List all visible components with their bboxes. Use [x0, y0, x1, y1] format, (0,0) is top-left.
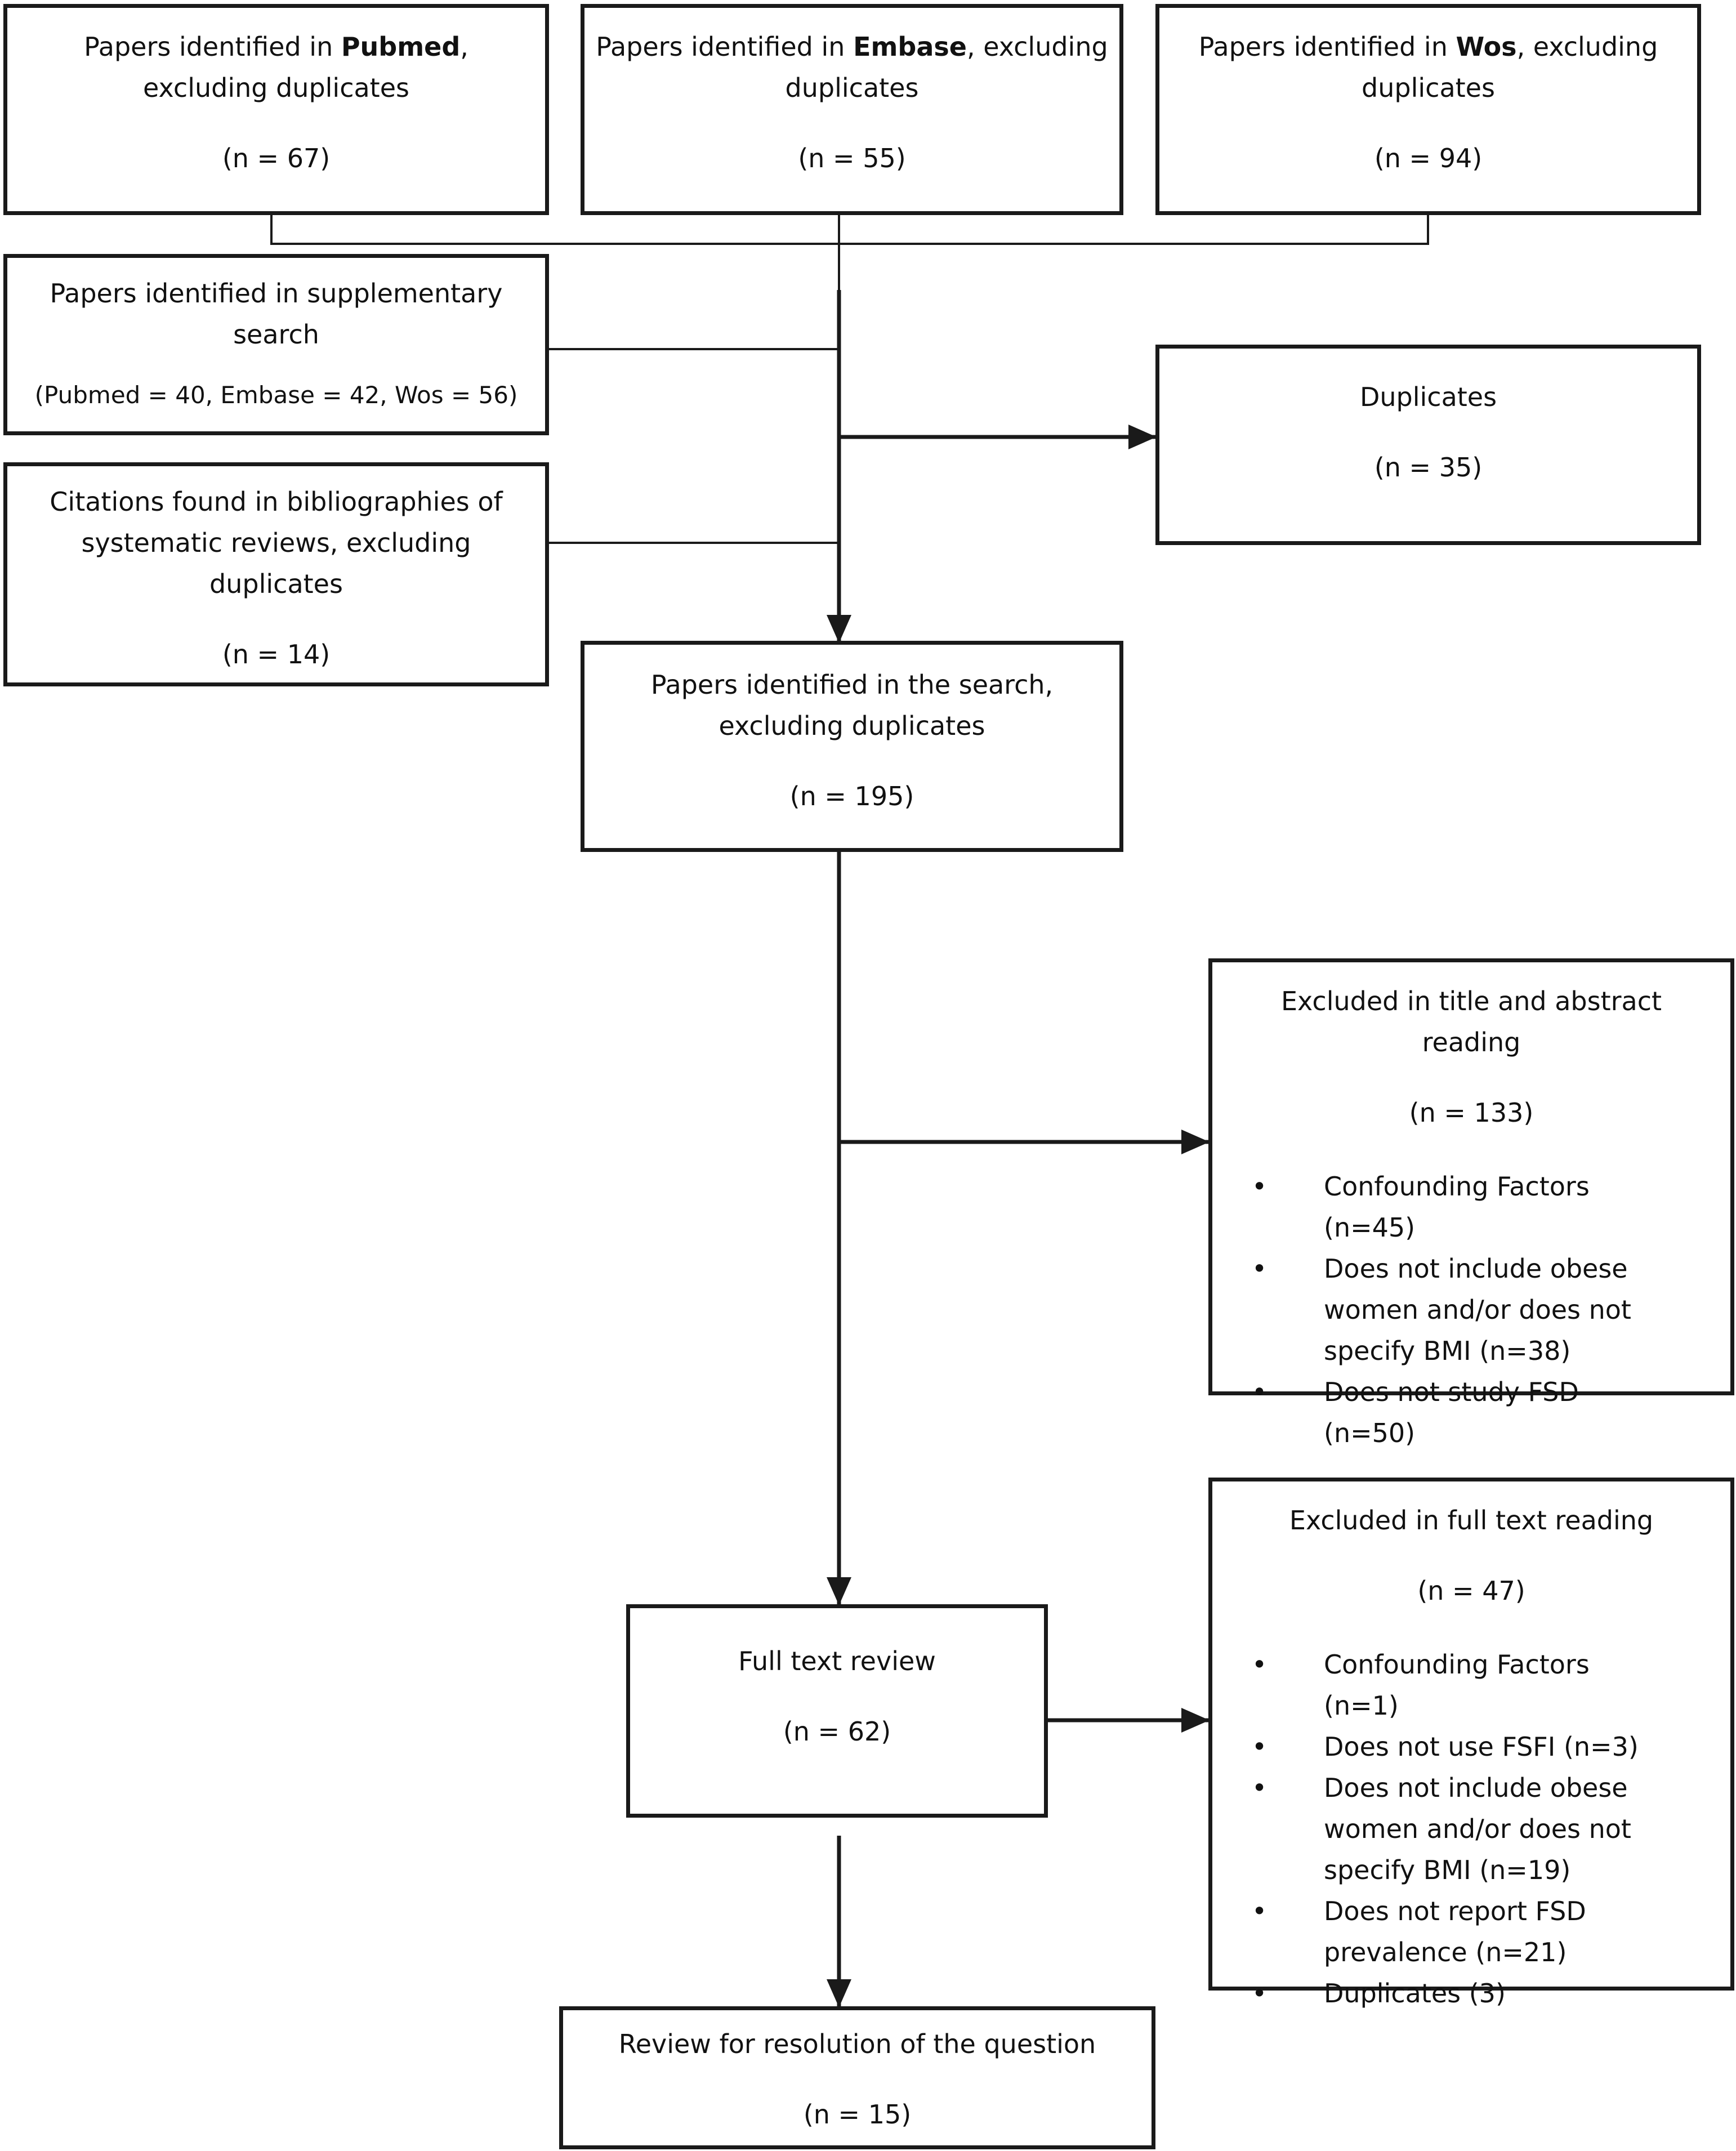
- list-item: Does not study FSD (n=50): [1212, 1372, 1646, 1454]
- embase-db-name: Embase: [853, 32, 967, 62]
- identified-box: Papers identified in the search, excludi…: [581, 641, 1123, 852]
- pubmed-db-name: Pubmed: [341, 32, 461, 62]
- full-text-box: Full text review (n = 62): [626, 1604, 1048, 1818]
- excluded-title-heading-line2: reading: [1422, 1027, 1521, 1057]
- excluded-title-count: (n = 133): [1409, 1097, 1534, 1128]
- supplementary-title: Papers identified in supplementary: [50, 278, 503, 309]
- list-item: Does not report FSD prevalence (n=21): [1212, 1891, 1646, 1973]
- pubmed-title-line2: excluding duplicates: [143, 73, 409, 103]
- final-title: Review for resolution of the question: [618, 2029, 1096, 2059]
- excluded-full-reasons: Confounding Factors (n=1) Does not use F…: [1212, 1644, 1730, 2014]
- supplementary-title-line2: search: [233, 319, 319, 350]
- embase-title: Papers identified in Embase, excluding: [596, 32, 1108, 62]
- wos-db-name: Wos: [1456, 32, 1517, 62]
- identified-title: Papers identified in the search,: [650, 670, 1054, 700]
- duplicates-box: Duplicates (n = 35): [1155, 345, 1701, 545]
- list-item: Does not use FSFI (n=3): [1212, 1726, 1646, 1768]
- excluded-title-reasons: Confounding Factors (n=45) Does not incl…: [1212, 1166, 1730, 1454]
- list-item: Confounding Factors (n=45): [1212, 1166, 1646, 1248]
- identified-count: (n = 195): [789, 781, 914, 811]
- embase-count: (n = 55): [798, 143, 906, 173]
- citations-count: (n = 14): [222, 639, 331, 670]
- final-box: Review for resolution of the question (n…: [559, 2006, 1155, 2149]
- embase-box: Papers identified in Embase, excluding d…: [581, 4, 1123, 215]
- pubmed-title: Papers identified in Pubmed,: [84, 32, 468, 62]
- merge-connector: [270, 215, 1429, 245]
- citations-title-line3: duplicates: [209, 569, 343, 599]
- excluded-title-box: Excluded in title and abstract reading (…: [1208, 958, 1734, 1448]
- citations-title-line2: systematic reviews, excluding: [81, 528, 471, 558]
- supplementary-counts: (Pubmed = 40, Embase = 42, Wos = 56): [34, 381, 518, 409]
- list-item: Does not include obese women and/or does…: [1212, 1768, 1646, 1891]
- full-text-count: (n = 62): [783, 1716, 891, 1747]
- duplicates-title: Duplicates: [1359, 382, 1497, 412]
- wos-title: Papers identified in Wos, excluding: [1198, 32, 1658, 62]
- citations-title: Citations found in bibliographies of: [50, 487, 503, 517]
- pubmed-count: (n = 67): [222, 143, 331, 173]
- citations-box: Citations found in bibliographies of sys…: [3, 462, 549, 686]
- excluded-full-count: (n = 47): [1417, 1576, 1525, 1606]
- embase-title-line2: duplicates: [785, 73, 919, 103]
- wos-box: Papers identified in Wos, excluding dupl…: [1155, 4, 1701, 215]
- list-item: Does not include obese women and/or does…: [1212, 1248, 1646, 1372]
- supplementary-box: Papers identified in supplementary searc…: [3, 254, 549, 435]
- identified-title-line2: excluding duplicates: [719, 711, 985, 741]
- duplicates-count: (n = 35): [1374, 452, 1483, 483]
- full-text-title: Full text review: [738, 1646, 936, 1676]
- list-item: Duplicates (3): [1212, 1973, 1646, 2014]
- list-item: Confounding Factors (n=1): [1212, 1644, 1646, 1726]
- wos-count: (n = 94): [1374, 143, 1483, 173]
- excluded-full-heading: Excluded in full text reading: [1289, 1505, 1654, 1536]
- pubmed-box: Papers identified in Pubmed, excluding d…: [3, 4, 549, 215]
- excluded-title-heading: Excluded in title and abstract: [1280, 986, 1662, 1016]
- wos-title-line2: duplicates: [1362, 73, 1495, 103]
- final-count: (n = 15): [803, 2099, 912, 2130]
- excluded-full-box: Excluded in full text reading (n = 47) C…: [1208, 1478, 1734, 2014]
